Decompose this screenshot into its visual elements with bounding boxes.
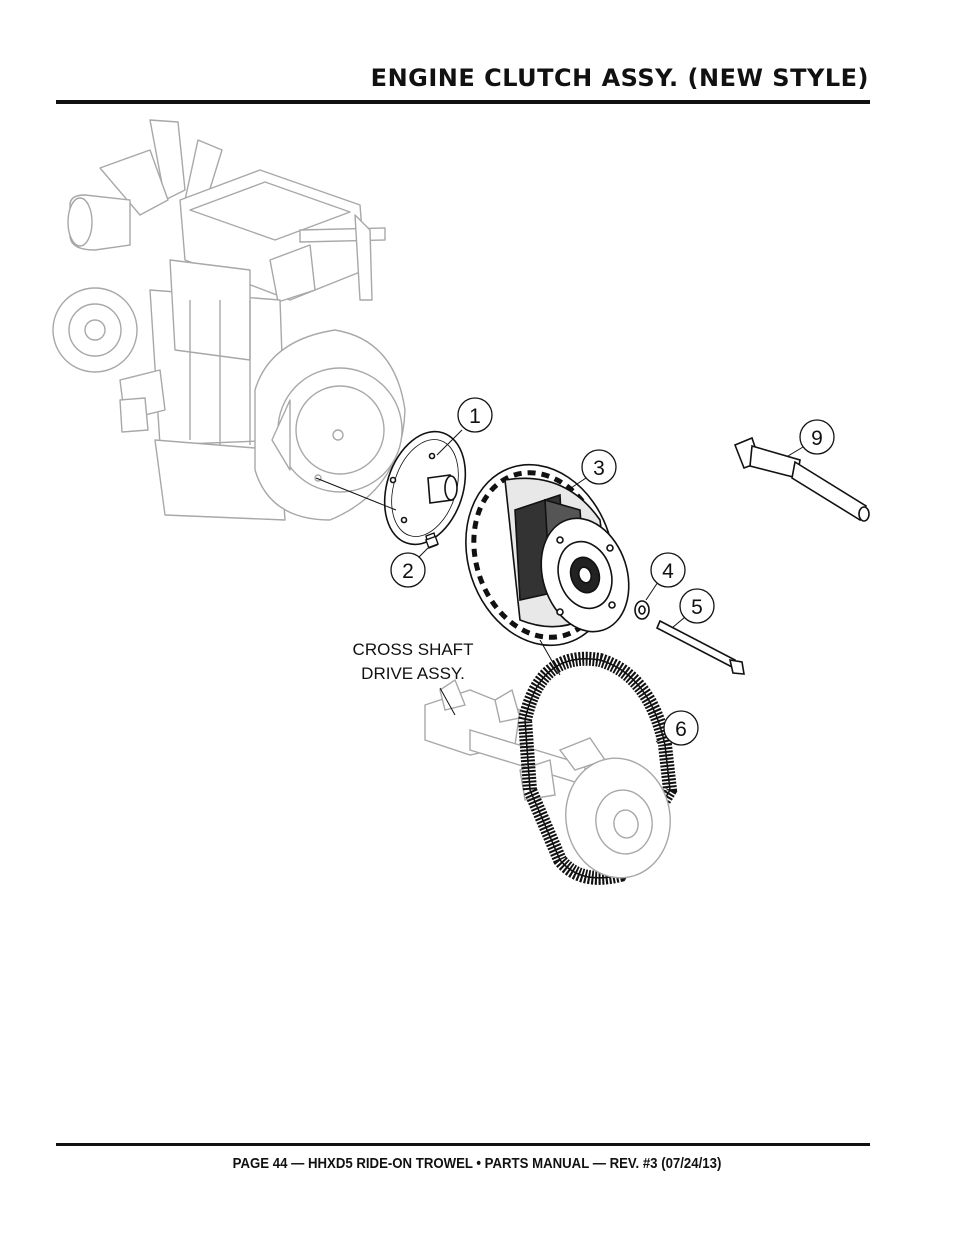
callout-9-label: 9 xyxy=(811,427,823,450)
callout-3: 3 xyxy=(567,449,617,491)
engine-illustration xyxy=(52,119,406,521)
belt-leader xyxy=(539,639,561,676)
part-5-long-bolt xyxy=(655,619,745,675)
part-6-belt xyxy=(517,651,678,885)
part-3-clutch xyxy=(465,463,630,647)
part-1-adapter-plate xyxy=(383,430,467,546)
callout-1: 1 xyxy=(436,397,493,456)
footer-rule xyxy=(56,1143,870,1146)
callout-5: 5 xyxy=(671,588,715,629)
note-leader xyxy=(439,687,456,716)
page-footer: PAGE 44 — HHXD5 RIDE-ON TROWEL • PARTS M… xyxy=(232,1155,722,1172)
callout-2-label: 2 xyxy=(402,560,414,583)
note-line-1: CROSS SHAFT xyxy=(353,640,474,659)
page-title: ENGINE CLUTCH ASSY. (NEW STYLE) xyxy=(370,64,869,92)
callout-4-label: 4 xyxy=(662,560,674,583)
callout-5-label: 5 xyxy=(691,596,703,619)
part-9-shaft-tool xyxy=(733,436,870,522)
header-rule xyxy=(56,100,870,104)
callout-9: 9 xyxy=(787,419,835,457)
alignment-line xyxy=(315,477,397,511)
note-line-2: DRIVE ASSY. xyxy=(361,664,465,683)
callout-2: 2 xyxy=(390,547,429,588)
driven-pulley xyxy=(565,757,671,879)
callout-4: 4 xyxy=(645,552,686,601)
callout-6: 6 xyxy=(655,710,699,746)
part-4-washer xyxy=(634,600,650,620)
part-2-bolt xyxy=(425,532,439,549)
callout-6-label: 6 xyxy=(675,718,687,741)
callout-3-label: 3 xyxy=(593,457,605,480)
callout-1-label: 1 xyxy=(469,405,481,428)
